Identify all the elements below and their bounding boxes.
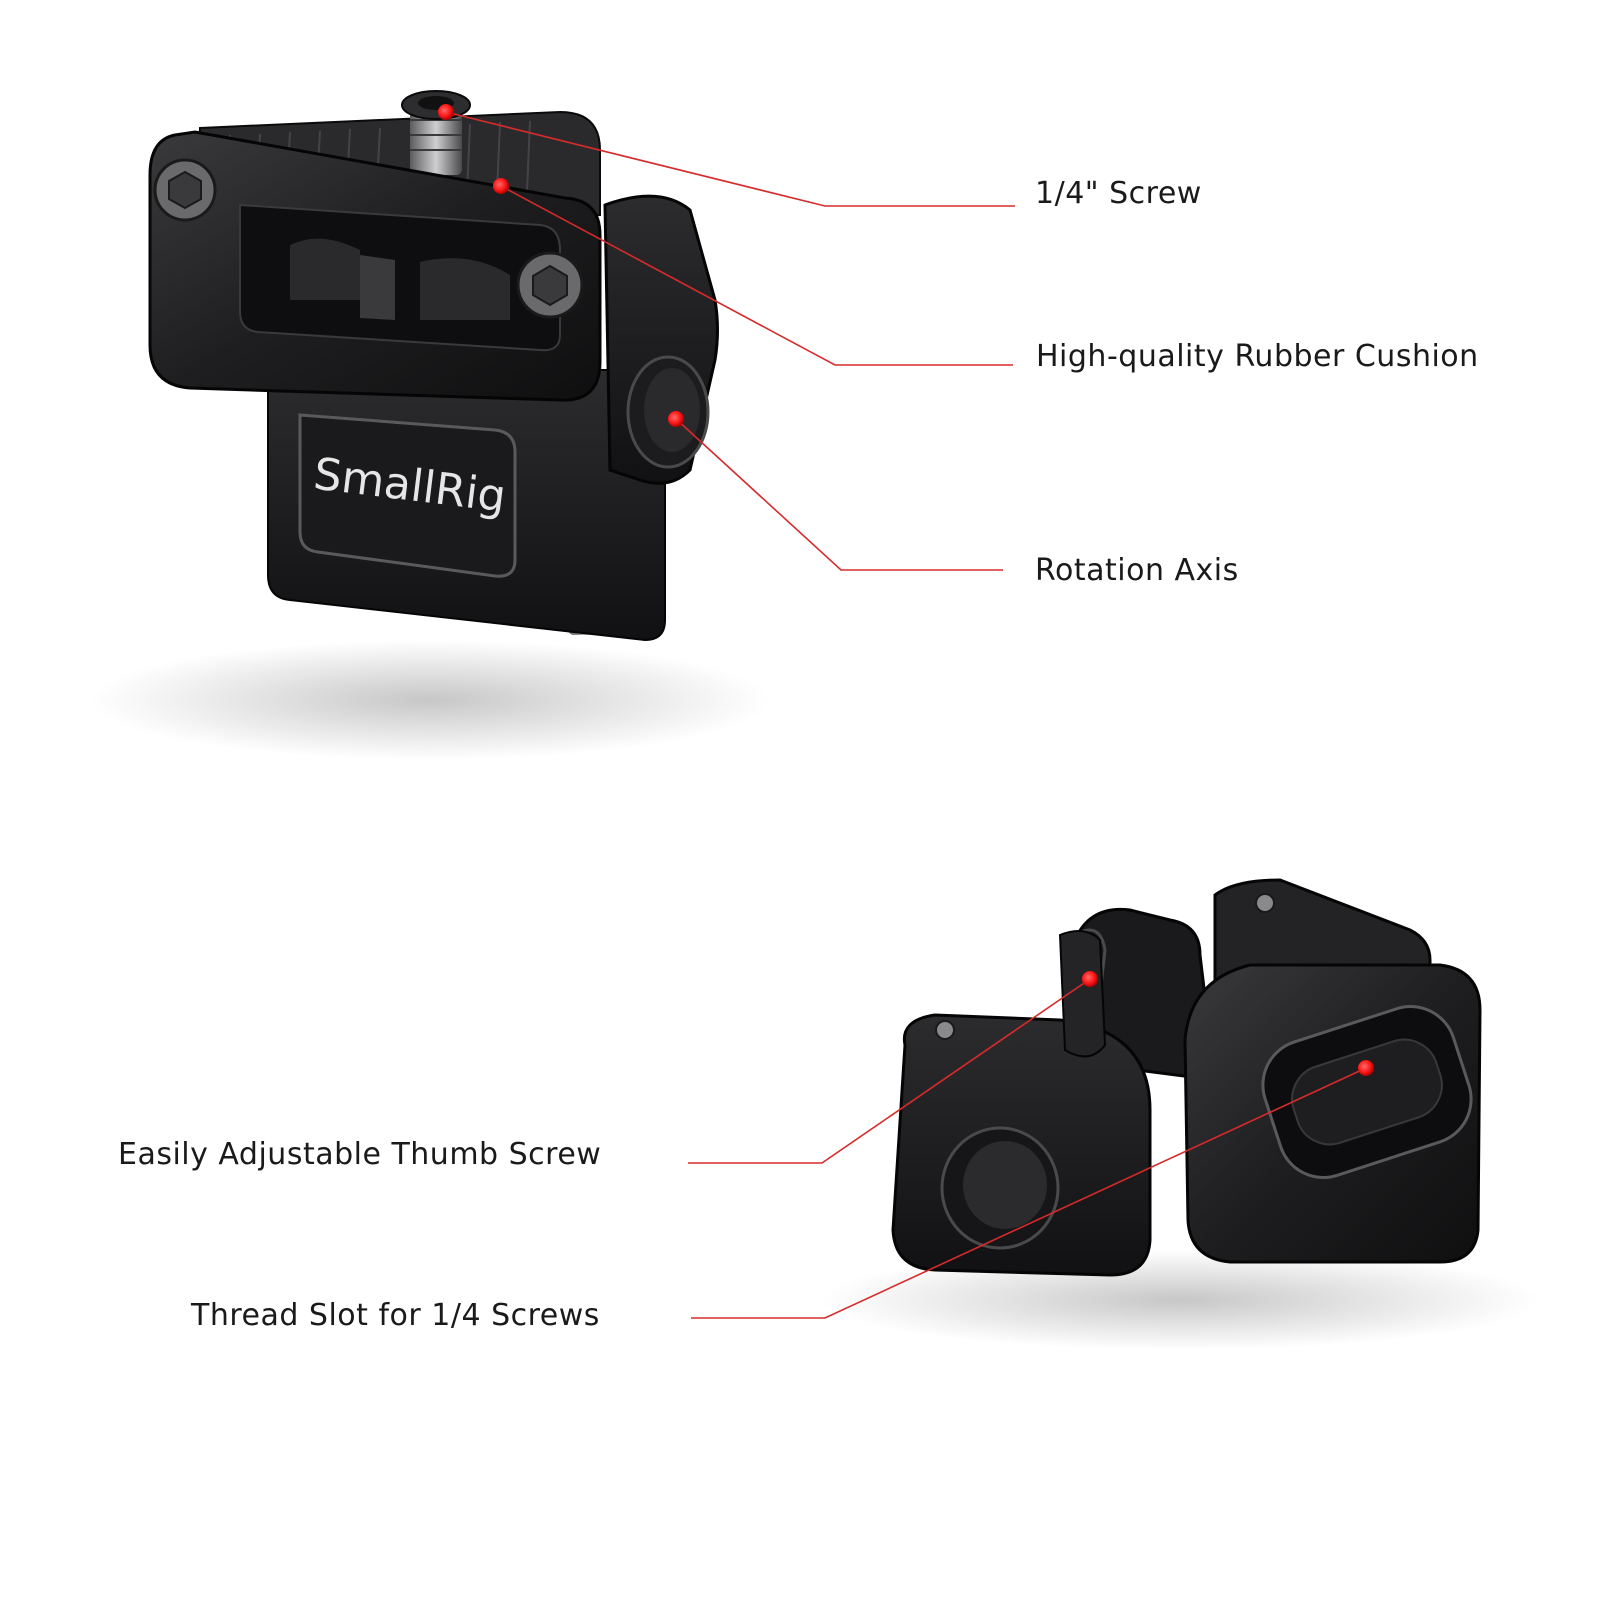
thumb-screw-knob bbox=[940, 1126, 1060, 1250]
callout-label-cushion: High-quality Rubber Cushion bbox=[1036, 339, 1479, 374]
smallrig-logo-plate: SmallRig bbox=[298, 413, 517, 578]
callout-line-thread bbox=[691, 1067, 1367, 1319]
top-screw bbox=[401, 90, 471, 175]
rotation-axis-knob bbox=[626, 355, 710, 469]
callout-line-screw bbox=[445, 111, 1015, 207]
callout-dot-screw bbox=[438, 104, 454, 120]
bottom-product-view bbox=[820, 878, 1540, 1350]
callout-label-rotation-axis: Rotation Axis bbox=[1035, 553, 1239, 588]
callout-label-thumb-screw: Easily Adjustable Thumb Screw bbox=[118, 1137, 602, 1172]
top-product-view: SmallRig bbox=[90, 90, 770, 760]
callout-dot-cushion bbox=[493, 178, 509, 194]
thread-slot bbox=[1261, 1005, 1473, 1179]
callout-line-cushion bbox=[500, 185, 1013, 366]
callout-lines bbox=[445, 111, 1367, 1319]
callout-line-rotation bbox=[675, 418, 1003, 571]
hex-bolt-right bbox=[516, 251, 584, 319]
callout-dot-thumb bbox=[1082, 971, 1098, 987]
callout-dot-rotation bbox=[668, 411, 684, 427]
callout-label-screw: 1/4" Screw bbox=[1035, 176, 1202, 211]
callout-label-thread-slot: Thread Slot for 1/4 Screws bbox=[191, 1298, 600, 1333]
callout-dot-thread bbox=[1358, 1060, 1374, 1076]
callout-line-thumb bbox=[688, 978, 1091, 1164]
callout-dots bbox=[438, 104, 1374, 1076]
hex-bolt-left bbox=[153, 158, 217, 222]
